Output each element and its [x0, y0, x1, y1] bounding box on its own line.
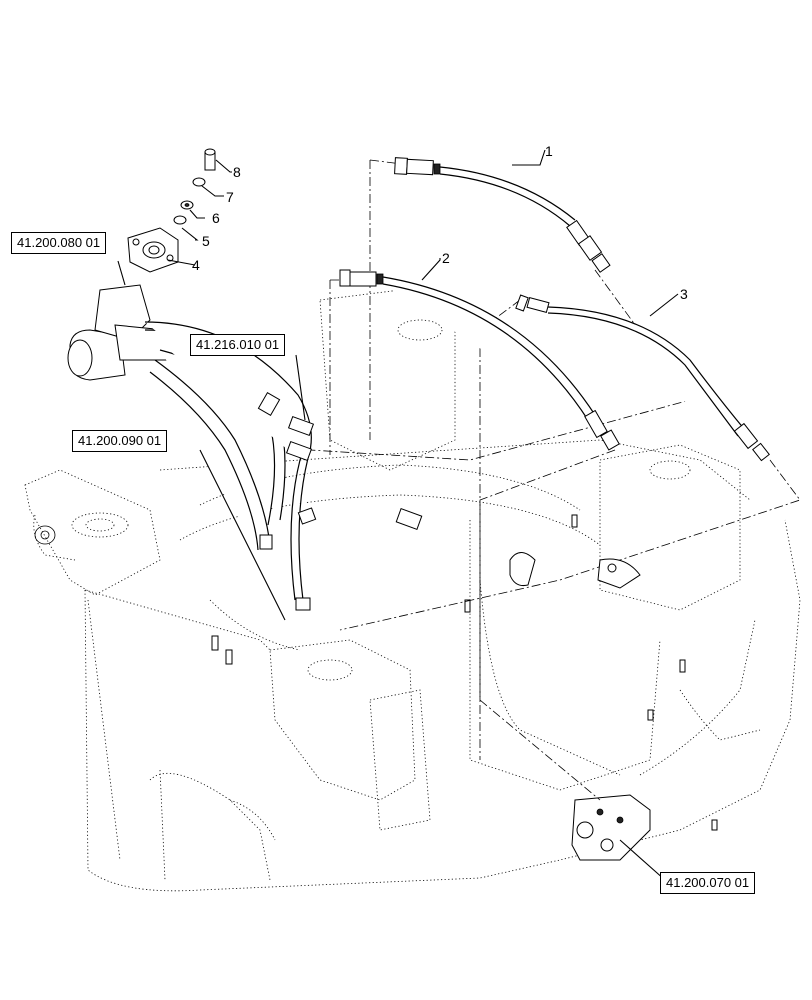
reference-box-41-216-010-01[interactable]: 41.216.010 01 [190, 334, 286, 356]
hose-1 [394, 157, 611, 273]
callout-1: 1 [545, 143, 553, 159]
reference-box-41-200-080-01[interactable]: 41.200.080 01 [11, 232, 107, 254]
hose-bundle [144, 321, 641, 611]
leader-lines [117, 149, 679, 881]
hose-2 [339, 269, 620, 451]
callout-4: 4 [192, 257, 200, 273]
reference-box-41-200-090-01[interactable]: 41.200.090 01 [72, 430, 168, 452]
motor-assembly [67, 148, 216, 381]
assembly-lines [309, 159, 801, 801]
callout-3: 3 [680, 286, 688, 302]
callout-5: 5 [202, 233, 210, 249]
callout-6: 6 [212, 210, 220, 226]
callout-2: 2 [442, 250, 450, 266]
hose-3 [515, 294, 770, 462]
frame-outline [24, 289, 801, 892]
callout-7: 7 [226, 189, 234, 205]
callout-8: 8 [233, 164, 241, 180]
reference-box-41-200-070-01[interactable]: 41.200.070 01 [660, 872, 756, 894]
